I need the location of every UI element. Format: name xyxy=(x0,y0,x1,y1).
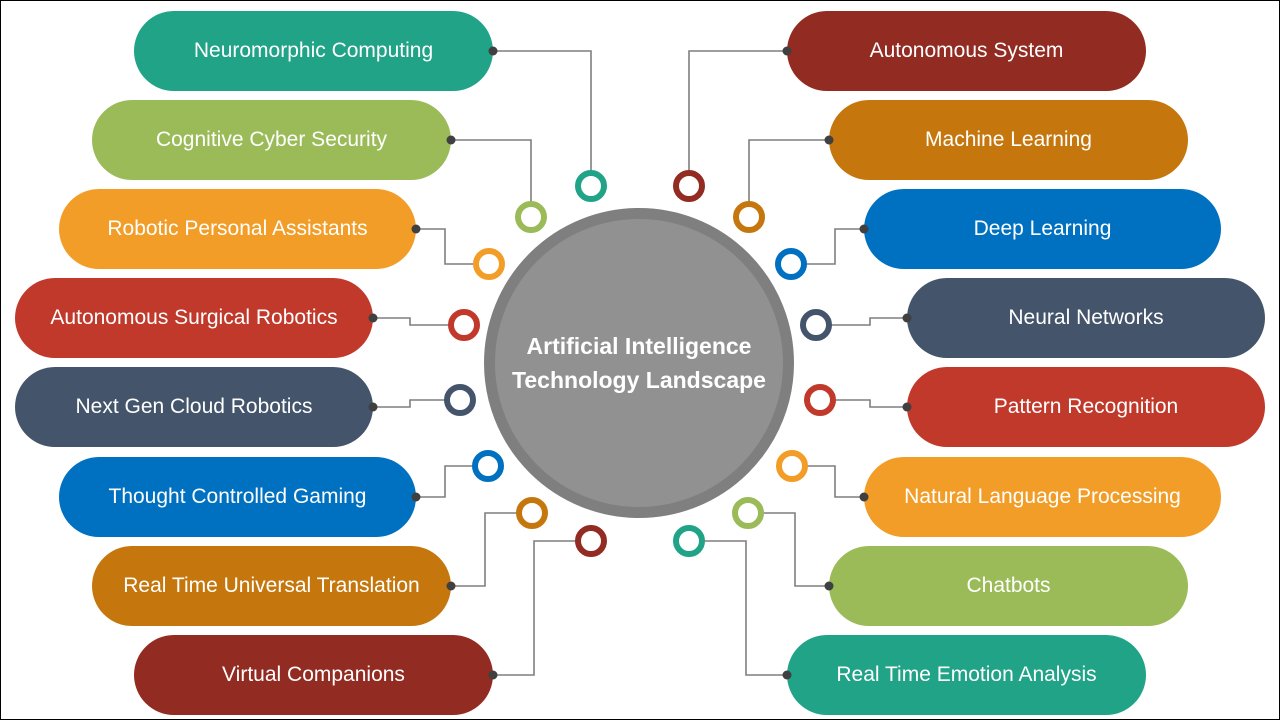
topic-label: Real Time Emotion Analysis xyxy=(836,663,1097,686)
left-ring-node-icon xyxy=(472,450,504,482)
left-topic-pill: Virtual Companions xyxy=(134,635,493,715)
right-topic-pill: Chatbots xyxy=(829,546,1188,626)
left-topic-pill: Thought Controlled Gaming xyxy=(59,457,416,537)
left-connector-line xyxy=(451,139,532,203)
right-connector-line xyxy=(806,465,864,498)
left-topic-pill: Cognitive Cyber Security xyxy=(92,100,451,180)
right-topic-pill: Pattern Recognition xyxy=(907,367,1265,447)
left-connector-dot-icon xyxy=(446,135,456,145)
left-connector-line xyxy=(493,50,592,172)
topic-label: Autonomous System xyxy=(869,39,1064,62)
right-topic-pill: Neural Networks xyxy=(907,278,1265,358)
right-ring-node-icon xyxy=(776,450,808,482)
right-connector-line xyxy=(703,540,787,676)
left-topic-pill: Robotic Personal Assistants xyxy=(59,189,416,269)
topic-label: Next Gen Cloud Robotics xyxy=(75,395,313,418)
right-connector-dot-icon xyxy=(782,670,792,680)
right-topic-pill: Real Time Emotion Analysis xyxy=(787,635,1146,715)
topic-label: Neural Networks xyxy=(1008,306,1164,329)
topic-label: Deep Learning xyxy=(973,217,1112,240)
right-connector-dot-icon xyxy=(824,135,834,145)
left-topic-pill: Autonomous Surgical Robotics xyxy=(15,278,373,358)
left-connector-line xyxy=(416,228,475,265)
topic-label: Machine Learning xyxy=(925,128,1092,151)
left-connector-line xyxy=(416,465,474,498)
left-ring-node-icon xyxy=(444,384,476,416)
center-title: Artificial Intelligence Technology Lands… xyxy=(512,333,766,393)
left-ring-node-icon xyxy=(516,497,548,529)
left-connector-line xyxy=(451,512,518,587)
right-connector-line xyxy=(748,139,829,203)
right-ring-node-icon xyxy=(804,384,836,416)
right-topic-pill: Deep Learning xyxy=(864,189,1221,269)
left-connector-line xyxy=(373,317,450,326)
topic-label: Pattern Recognition xyxy=(993,395,1179,418)
right-connector-dot-icon xyxy=(859,224,869,234)
left-ring-node-icon xyxy=(575,170,607,202)
left-ring-node-icon xyxy=(515,201,547,233)
topic-label: Virtual Companions xyxy=(222,663,405,686)
right-topic-pill: Autonomous System xyxy=(787,11,1146,91)
topic-label: Cognitive Cyber Security xyxy=(155,128,388,151)
left-connector-dot-icon xyxy=(488,46,498,56)
right-connector-dot-icon xyxy=(824,581,834,591)
right-ring-node-icon xyxy=(733,201,765,233)
left-connector-line xyxy=(373,399,446,408)
left-ring-node-icon xyxy=(473,248,505,280)
left-connector-line xyxy=(493,540,577,676)
left-connector-dot-icon xyxy=(368,313,378,323)
right-connector-dot-icon xyxy=(902,313,912,323)
right-topic-pill: Natural Language Processing xyxy=(864,457,1221,537)
left-topic-pill: Neuromorphic Computing xyxy=(134,11,493,91)
left-connector-dot-icon xyxy=(446,581,456,591)
right-connector-dot-icon xyxy=(859,492,869,502)
right-connector-dot-icon xyxy=(902,402,912,412)
topic-label: Neuromorphic Computing xyxy=(193,39,434,62)
left-topic-pill: Next Gen Cloud Robotics xyxy=(15,367,373,447)
topic-label: Chatbots xyxy=(966,574,1051,597)
left-connector-dot-icon xyxy=(411,224,421,234)
right-connector-line xyxy=(830,317,907,326)
right-connector-line xyxy=(688,50,787,172)
right-connector-line xyxy=(805,228,864,265)
right-connector-line xyxy=(834,399,907,408)
left-connector-dot-icon xyxy=(411,492,421,502)
right-ring-node-icon xyxy=(673,170,705,202)
topic-label: Robotic Personal Assistants xyxy=(107,217,368,240)
right-ring-node-icon xyxy=(732,497,764,529)
topic-label: Thought Controlled Gaming xyxy=(108,485,367,508)
left-connector-dot-icon xyxy=(488,670,498,680)
left-ring-node-icon xyxy=(448,309,480,341)
right-ring-node-icon xyxy=(673,525,705,557)
left-connector-dot-icon xyxy=(368,402,378,412)
left-topic-pill: Real Time Universal Translation xyxy=(92,546,451,626)
topic-label: Autonomous Surgical Robotics xyxy=(50,306,338,329)
right-ring-node-icon xyxy=(775,248,807,280)
right-connector-dot-icon xyxy=(782,46,792,56)
topic-label: Natural Language Processing xyxy=(904,485,1181,508)
right-connector-line xyxy=(762,512,829,587)
right-topic-pill: Machine Learning xyxy=(829,100,1188,180)
topic-label: Real Time Universal Translation xyxy=(123,574,420,597)
right-ring-node-icon xyxy=(800,309,832,341)
center-hub-circle: Artificial Intelligence Technology Lands… xyxy=(484,208,794,518)
left-ring-node-icon xyxy=(575,525,607,557)
